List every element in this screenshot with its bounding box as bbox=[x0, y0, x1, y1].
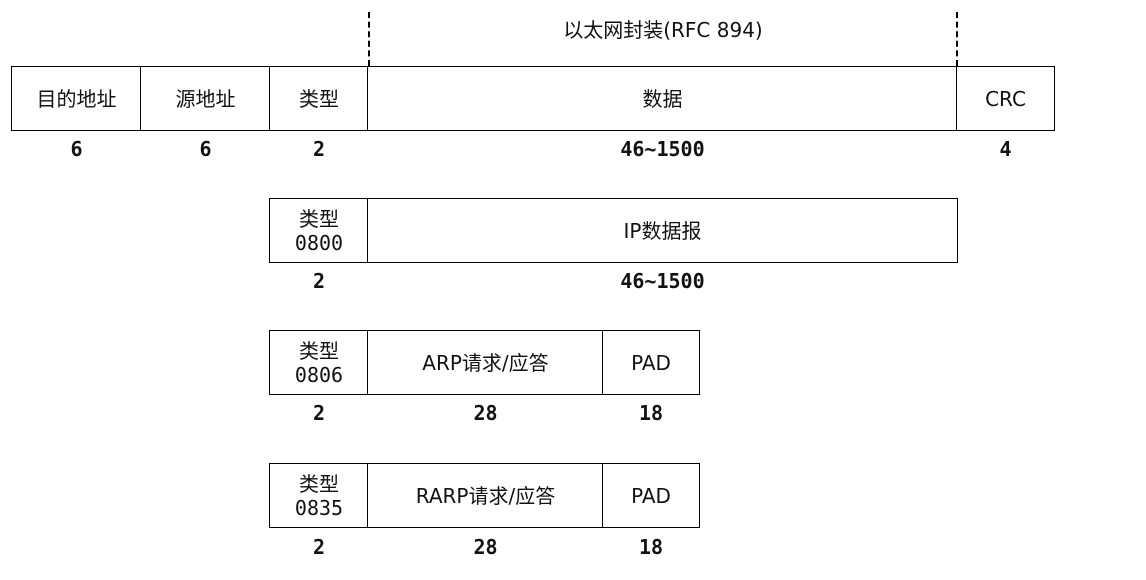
ip-datagram-field: IP数据报 bbox=[367, 198, 958, 263]
ip-type-code: 0800 bbox=[294, 230, 344, 255]
field-crc: CRC bbox=[956, 66, 1055, 131]
arp-type-label: 类型 bbox=[299, 338, 339, 363]
arp-type-code: 0806 bbox=[294, 362, 344, 387]
size-crc: 4 bbox=[999, 137, 1012, 161]
field-data: 数据 bbox=[367, 66, 958, 131]
ip-size-type: 2 bbox=[312, 269, 326, 293]
field-dest-address: 目的地址 bbox=[11, 66, 142, 131]
arp-pad-field: PAD bbox=[602, 330, 700, 395]
field-type: 类型 bbox=[269, 66, 369, 131]
rarp-size-type: 2 bbox=[312, 535, 326, 559]
size-type: 2 bbox=[312, 137, 326, 161]
arp-type-field: 类型 0806 bbox=[269, 330, 369, 395]
ip-type-label: 类型 bbox=[299, 206, 339, 231]
field-data-label: 数据 bbox=[642, 86, 683, 111]
arp-payload-field: ARP请求/应答 bbox=[367, 330, 604, 395]
rarp-type-code: 0835 bbox=[294, 495, 344, 520]
arp-size-payload: 28 bbox=[473, 401, 498, 425]
rarp-size-pad: 18 bbox=[638, 535, 664, 559]
rarp-type-field: 类型 0835 bbox=[269, 463, 369, 528]
size-src-address: 6 bbox=[199, 137, 212, 161]
arp-size-type: 2 bbox=[312, 401, 326, 425]
rarp-pad-label: PAD bbox=[631, 483, 671, 508]
field-src-address-label: 源地址 bbox=[175, 86, 236, 111]
field-src-address: 源地址 bbox=[140, 66, 271, 131]
arp-pad-label: PAD bbox=[631, 350, 671, 375]
arp-payload-label: ARP请求/应答 bbox=[422, 350, 549, 375]
field-type-label: 类型 bbox=[299, 86, 339, 111]
field-dest-address-label: 目的地址 bbox=[36, 86, 117, 111]
size-data: 46~1500 bbox=[620, 137, 705, 161]
ip-datagram-label: IP数据报 bbox=[623, 218, 702, 243]
rarp-type-label: 类型 bbox=[299, 471, 339, 496]
size-dest-address: 6 bbox=[70, 137, 83, 161]
rarp-payload-field: RARP请求/应答 bbox=[367, 463, 604, 528]
field-crc-label: CRC bbox=[985, 86, 1026, 111]
encapsulation-start-marker bbox=[368, 12, 370, 66]
arp-size-pad: 18 bbox=[638, 401, 664, 425]
encapsulation-end-marker bbox=[956, 12, 958, 66]
rarp-payload-label: RARP请求/应答 bbox=[415, 483, 556, 508]
rarp-pad-field: PAD bbox=[602, 463, 700, 528]
diagram-title: 以太网封装(RFC 894) bbox=[563, 18, 763, 42]
ip-size-data: 46~1500 bbox=[620, 269, 705, 293]
rarp-size-payload: 28 bbox=[473, 535, 498, 559]
ip-type-field: 类型 0800 bbox=[269, 198, 369, 263]
